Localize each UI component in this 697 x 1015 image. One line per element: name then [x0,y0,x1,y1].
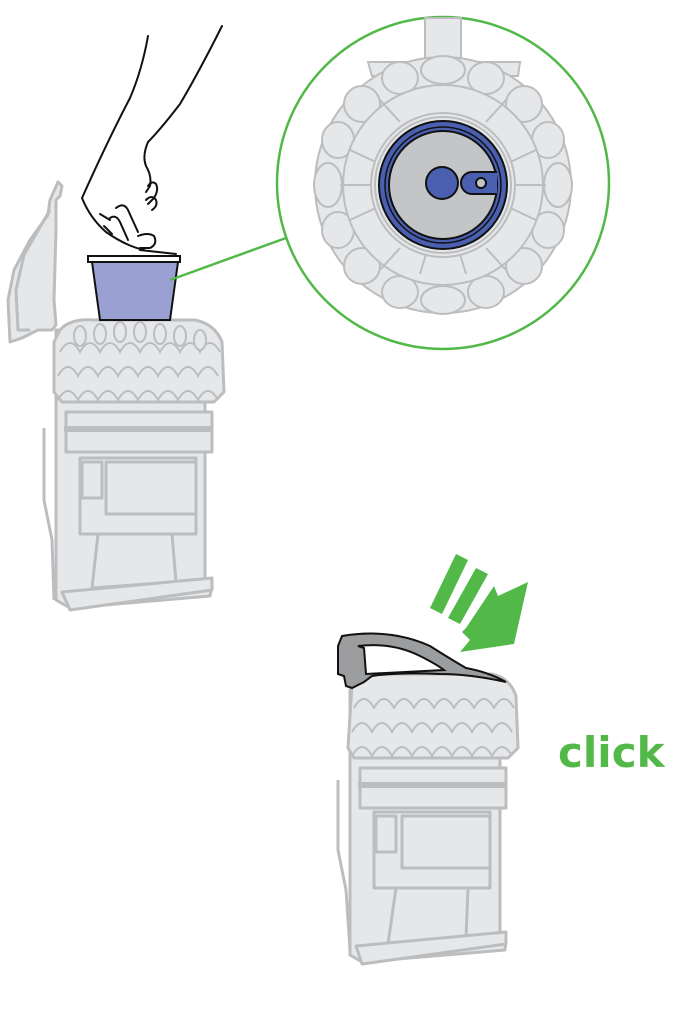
callout-leader-line [169,236,287,282]
cyclone-petals-right [351,698,515,759]
press-down-arrow-icon [430,554,528,652]
detail-magnifier [275,15,611,351]
lid-handle [337,632,507,690]
vacuum-body-right [336,672,520,966]
click-label: click [558,728,665,777]
filter-top-view [378,120,508,250]
cyclone-petals-left [57,321,221,403]
hand-illustration [81,25,223,255]
pre-motor-filter [87,255,181,321]
